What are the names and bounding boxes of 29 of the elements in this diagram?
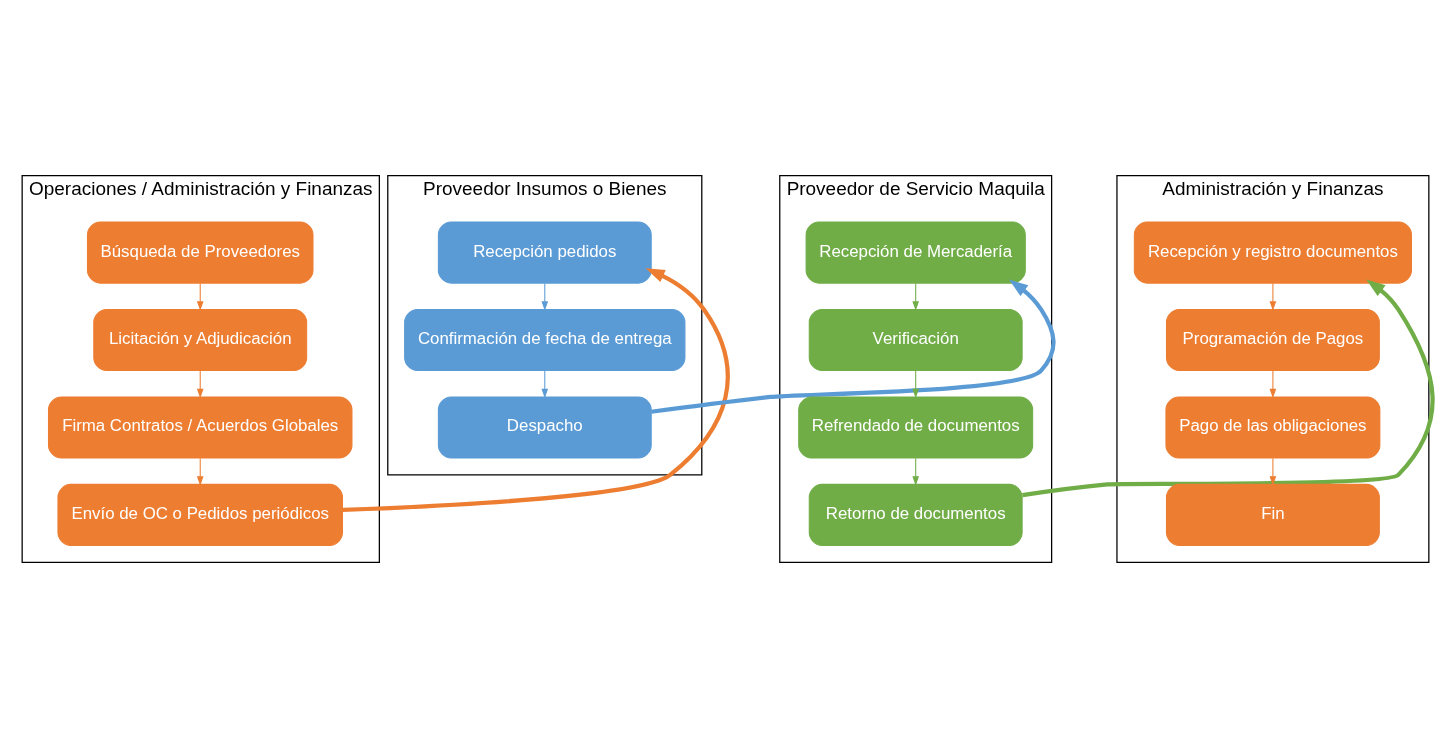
arrow — [912, 282, 920, 311]
arrow — [196, 457, 204, 486]
arrow — [196, 282, 204, 311]
arrow — [1269, 369, 1277, 398]
node-box: Confirmación de fecha de entrega — [404, 308, 686, 371]
arrow — [912, 457, 920, 486]
node-box: Búsqueda de Proveedores — [86, 221, 314, 284]
node-box: Envío de OC o Pedidos periódicos — [57, 483, 343, 546]
arrow — [342, 267, 730, 512]
node-box: Recepción y registro documentos — [1133, 221, 1412, 284]
node-box: Verificación — [808, 308, 1023, 371]
node-box: Licitación y Adjudicación — [93, 308, 308, 371]
node-box: Fin — [1165, 483, 1380, 546]
arrow — [196, 369, 204, 398]
arrow — [912, 369, 920, 398]
node-box: Pago de las obligaciones — [1165, 395, 1381, 459]
arrow — [1269, 282, 1277, 311]
arrow — [541, 369, 549, 398]
node-box: Recepción de Mercadería — [805, 221, 1026, 284]
arrow — [541, 282, 549, 311]
node-box: Refrendado de documentos — [798, 395, 1034, 459]
node-box: Recepción pedidos — [437, 221, 652, 284]
arrow — [1269, 457, 1277, 486]
arrow — [651, 279, 1056, 414]
node-box: Despacho — [437, 395, 652, 459]
arrow — [1022, 279, 1435, 497]
node-box: Retorno de documentos — [808, 483, 1023, 546]
node-box: Firma Contratos / Acuerdos Globales — [47, 395, 353, 459]
node-box: Programación de Pagos — [1165, 308, 1380, 371]
